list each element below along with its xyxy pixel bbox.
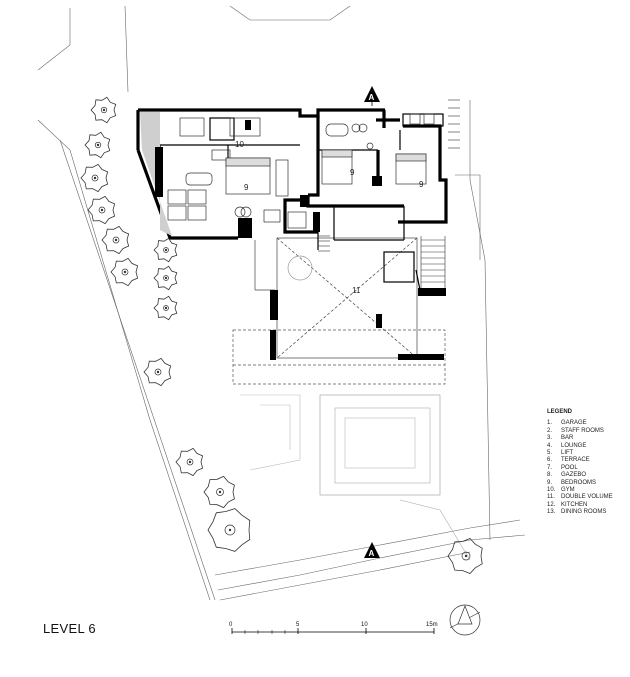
tree-icon	[80, 163, 109, 193]
legend-item-number: 11.	[547, 494, 555, 501]
north-arrow-icon	[449, 604, 481, 636]
tree-icon	[153, 237, 178, 263]
trees	[80, 96, 483, 574]
scale-tick-0: 0	[229, 622, 233, 628]
tree-icon	[203, 475, 235, 509]
legend-item: 10. GYM	[547, 487, 613, 494]
section-marker-bottom: A	[364, 542, 380, 558]
room-label-bedroom-a: 9	[244, 183, 249, 192]
section-marker-top-label: A	[369, 93, 375, 102]
tree-icon	[84, 131, 111, 159]
legend: LEGEND 1. GARAGE 2. STAFF ROOMS 3. BAR 4. LOUNG…	[547, 409, 613, 517]
site-context	[37, 5, 526, 601]
legend-item-label: KITCHEN	[561, 501, 588, 508]
legend-item-number: 4.	[547, 442, 553, 449]
room-label-gym: 10	[235, 140, 244, 149]
tree-icon	[101, 225, 130, 255]
terrace-outline	[232, 329, 446, 385]
legend-item: 13. DINING ROOMS	[547, 509, 613, 516]
level-title: LEVEL 6	[43, 621, 96, 636]
double-volume-void	[254, 237, 418, 359]
legend-item-label: DOUBLE VOLUME	[561, 494, 613, 501]
legend-item: 9. BEDROOMS	[547, 480, 613, 487]
room-label-bedroom-c: 9	[419, 180, 424, 189]
legend-item-number: 5.	[547, 450, 553, 457]
legend-item-label: GYM	[561, 487, 575, 494]
legend-item: 1. GARAGE	[547, 420, 613, 427]
legend-item: 4. LOUNGE	[547, 443, 613, 450]
tree-icon	[175, 447, 204, 477]
section-marker-bottom-label: A	[369, 549, 375, 558]
legend-item-number: 9.	[547, 479, 553, 486]
legend-title: LEGEND	[547, 409, 573, 415]
room-label-double-volume: 11	[352, 286, 361, 295]
legend-item-number: 8.	[547, 472, 553, 479]
legend-item-label: BEDROOMS	[561, 479, 597, 486]
legend-item-number: 3.	[547, 435, 553, 442]
legend-item-label: BAR	[561, 435, 574, 442]
legend-item: 7. POOL	[547, 465, 613, 472]
legend-item: 5. LIFT	[547, 450, 613, 457]
furniture	[167, 113, 435, 229]
legend-items: 1. GARAGE 2. STAFF ROOMS 3. BAR 4. LOUNGE 5. LIFT…	[547, 420, 613, 516]
legend-item-label: STAFF ROOMS	[561, 427, 604, 434]
legend-item-label: POOL	[561, 464, 578, 471]
tree-icon	[143, 357, 172, 387]
legend-item: 8. GAZEBO	[547, 472, 613, 479]
legend-item-label: LOUNGE	[561, 442, 587, 449]
legend-item: 3. BAR	[547, 435, 613, 442]
legend-item-label: GARAGE	[561, 420, 587, 427]
room-label-bedroom-b: 9	[350, 168, 355, 177]
building-walls	[136, 108, 448, 240]
legend-item-label: DINING ROOMS	[561, 509, 607, 516]
tree-icon	[90, 96, 117, 124]
legend-item-label: LIFT	[561, 450, 574, 457]
legend-item-number: 12.	[547, 501, 556, 508]
legend-item: 6. TERRACE	[547, 457, 613, 464]
section-marker-top: A	[364, 86, 380, 106]
legend-item: 2. STAFF ROOMS	[547, 428, 613, 435]
legend-item-number: 6.	[547, 457, 553, 464]
legend-item-number: 10.	[547, 487, 556, 494]
stairs	[318, 99, 460, 288]
legend-item: 11. DOUBLE VOLUME	[547, 494, 613, 501]
scale-tick-5: 5	[296, 622, 300, 628]
tree-icon	[110, 257, 139, 287]
legend-item-number: 2.	[547, 427, 553, 434]
tree-icon	[153, 265, 178, 291]
tree-icon	[153, 295, 178, 321]
scale-bar: 0 5 10 15m	[229, 622, 438, 634]
tree-icon	[87, 195, 116, 225]
legend-item-number: 1.	[547, 420, 553, 427]
legend-item-number: 7.	[547, 464, 553, 471]
legend-item: 12. KITCHEN	[547, 502, 613, 509]
legend-item-label: TERRACE	[561, 457, 590, 464]
tree-icon	[447, 538, 483, 574]
structural-elements	[155, 120, 446, 360]
legend-item-number: 13.	[547, 509, 556, 516]
legend-item-label: GAZEBO	[561, 472, 587, 479]
scale-tick-15m: 15m	[426, 622, 438, 628]
scale-tick-10: 10	[361, 622, 368, 628]
tree-icon	[207, 508, 251, 552]
